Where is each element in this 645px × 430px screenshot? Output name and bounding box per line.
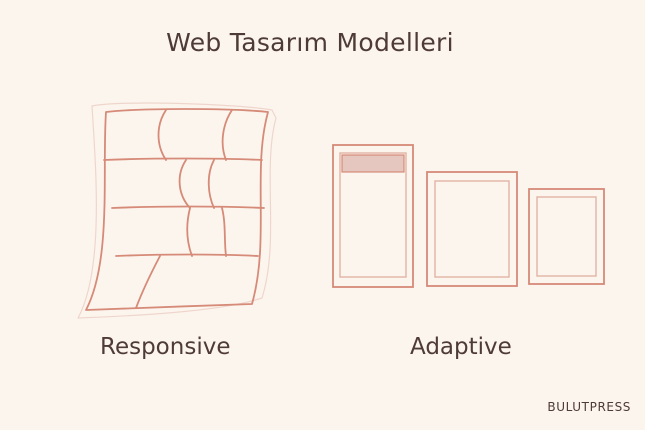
fluid-grid-col-3b: [221, 207, 227, 257]
frame-medium-outer: [426, 171, 518, 287]
frame-medium-inner: [434, 180, 510, 278]
frame-large-header: [341, 154, 405, 173]
fluid-grid-icon: [77, 102, 277, 319]
frame-small-inner: [536, 196, 597, 277]
fluid-grid-col-2a: [178, 159, 191, 209]
fixed-frames-icon: [332, 144, 605, 288]
fluid-grid-row-3: [115, 253, 259, 257]
frame-large-outer: [332, 144, 414, 288]
fluid-grid-shadow: [77, 102, 277, 319]
fluid-grid-col-2b: [207, 159, 215, 209]
fluid-grid-row-1: [103, 157, 263, 161]
label-responsive: Responsive: [100, 334, 231, 360]
diagram-title: Web Tasarım Modelleri: [166, 28, 454, 57]
fluid-grid-outline: [85, 108, 269, 311]
frame-large-inner: [339, 152, 407, 278]
label-adaptive: Adaptive: [410, 334, 512, 360]
fluid-grid-col-4a: [135, 255, 161, 309]
fluid-grid-col-1b: [221, 109, 233, 161]
fluid-grid-col-3a: [186, 207, 193, 257]
brand-logo: BULUTPRESS: [547, 400, 631, 414]
fluid-grid-col-1a: [157, 109, 167, 161]
frame-small-outer: [528, 188, 605, 285]
